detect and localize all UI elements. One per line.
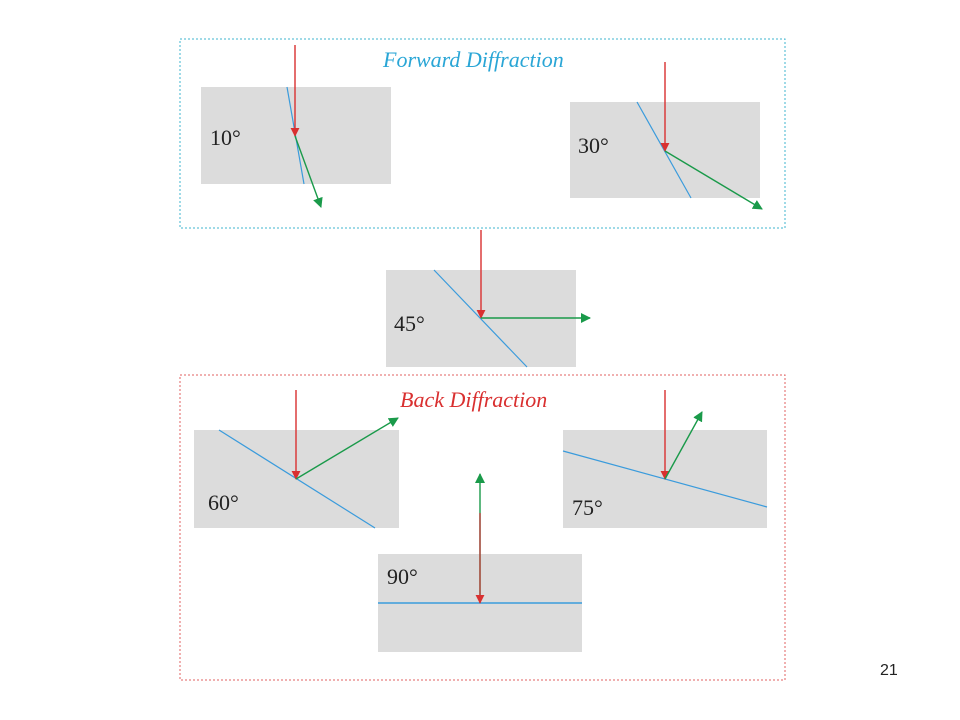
panel-10: 10°	[201, 45, 391, 208]
panel-90-angle-label: 90°	[387, 564, 418, 589]
forward-frame	[179, 38, 786, 229]
panel-60: 60°	[194, 390, 399, 529]
back-title: Back Diffraction	[400, 387, 547, 412]
panel-30: 30°	[570, 62, 763, 210]
panel-75-diffracted-arrow	[664, 411, 703, 480]
back-frame	[179, 374, 786, 681]
panel-10-angle-label: 10°	[210, 125, 241, 150]
panel-90: 90°	[378, 473, 582, 652]
panel-75-angle-label: 75°	[572, 495, 603, 520]
panel-60-diffracted-arrow	[295, 417, 399, 480]
forward-diffraction-section: Forward Diffraction 10° 30°	[179, 38, 786, 229]
panel-10-diffracted-arrow	[294, 135, 323, 208]
slide-number: 21	[880, 662, 898, 679]
panel-45: 45°	[386, 230, 591, 368]
panel-45-angle-label: 45°	[394, 311, 425, 336]
back-diffraction-section: Back Diffraction 60° 75° 90°	[179, 374, 786, 681]
panel-60-angle-label: 60°	[208, 490, 239, 515]
panel-30-diffracted-arrow	[664, 150, 763, 210]
forward-title: Forward Diffraction	[382, 47, 564, 72]
panel-75: 75°	[562, 390, 768, 528]
panel-30-angle-label: 30°	[578, 133, 609, 158]
